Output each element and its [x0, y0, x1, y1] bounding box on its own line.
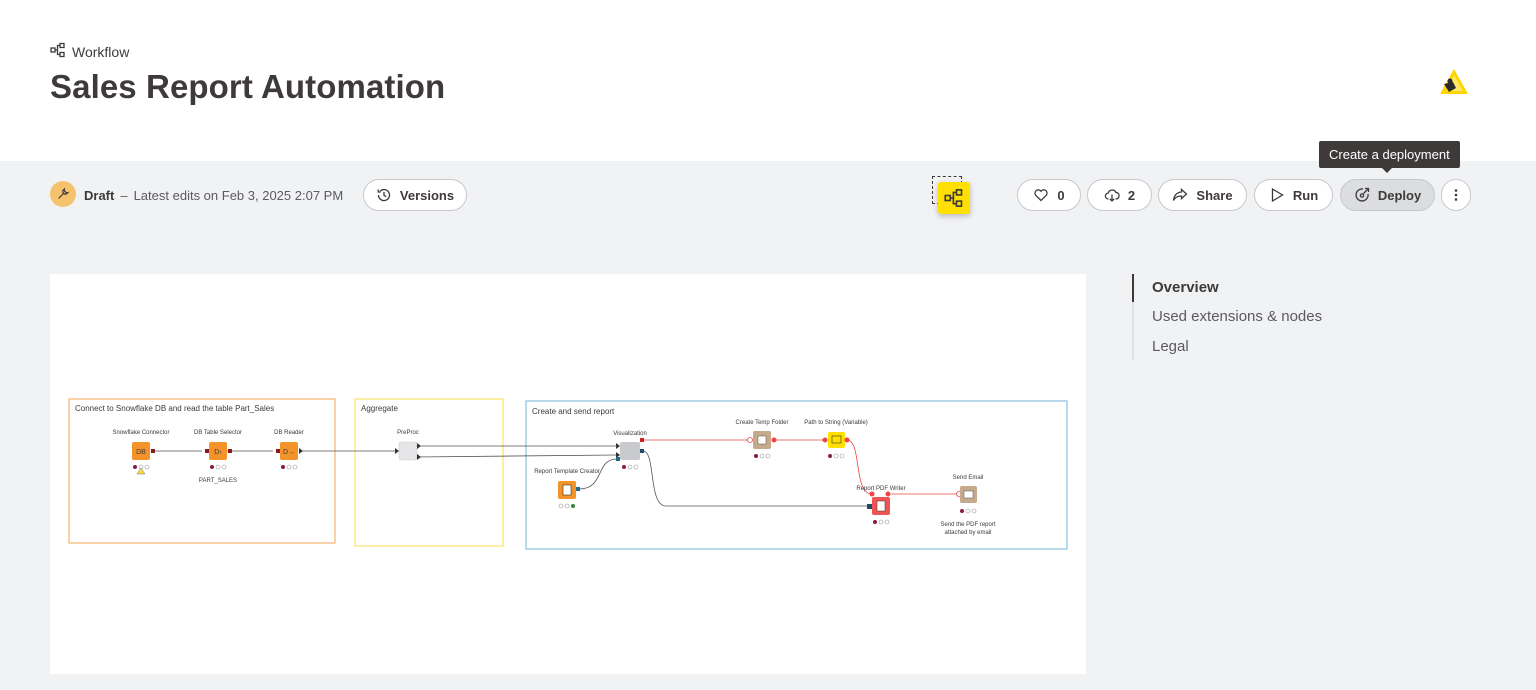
section-nav: Overview Used extensions & nodes Legal [1132, 274, 1322, 360]
versions-button[interactable]: Versions [363, 179, 467, 211]
page-header: Workflow Sales Report Automation [0, 0, 1536, 161]
annotation-box-aggregate [354, 398, 504, 547]
avatar[interactable] [1437, 66, 1471, 100]
versions-label: Versions [399, 187, 455, 203]
cloud-download-icon [1104, 189, 1120, 202]
toc-item-used-extensions[interactable]: Used extensions & nodes [1152, 308, 1323, 325]
deploy-tooltip: Create a deployment [1319, 141, 1460, 173]
deploy-button[interactable]: Deploy [1340, 179, 1435, 211]
annotation-title-connect: Connect to Snowflake DB and read the tab… [75, 404, 274, 413]
svg-text:DB Table Selector: DB Table Selector [194, 430, 242, 436]
svg-text:Report PDF Writer: Report PDF Writer [856, 486, 905, 492]
svg-text:Snowflake Connector: Snowflake Connector [112, 430, 169, 436]
share-button[interactable]: Share [1158, 179, 1247, 211]
svg-text:Send Email: Send Email [953, 475, 984, 481]
annotation-box-connect [68, 398, 336, 544]
drag-workflow-handle[interactable] [932, 176, 970, 214]
play-icon [1271, 187, 1284, 203]
node-report-pdf-writer: Report PDF Writer [856, 486, 906, 525]
downloads-count: 2 [1127, 187, 1136, 203]
status-label: Draft [84, 188, 115, 203]
svg-text:Report Template Creator: Report Template Creator [534, 469, 600, 475]
workflow-preview[interactable]: Connect to Snowflake DB and read the tab… [50, 274, 1086, 674]
svg-text:Path to String (Variable): Path to String (Variable) [804, 420, 868, 426]
run-label: Run [1292, 187, 1319, 203]
annotation-box-report [525, 400, 1068, 550]
share-icon [1173, 188, 1188, 201]
workflow-icon [944, 189, 963, 207]
breadcrumb: Workflow [50, 42, 129, 61]
node-preproc: PreProc [395, 430, 421, 461]
status-separator: – [120, 188, 128, 203]
workflow-icon [50, 42, 66, 61]
more-options-button[interactable] [1441, 179, 1471, 211]
run-button[interactable]: Run [1254, 179, 1333, 211]
node-db-reader: DB Reader D→ [274, 430, 304, 470]
share-label: Share [1196, 187, 1233, 203]
wrench-icon [58, 187, 70, 199]
connection [578, 458, 618, 490]
last-edit-text: Latest edits on Feb 3, 2025 2:07 PM [133, 188, 344, 203]
page-title: Sales Report Automation [50, 68, 446, 105]
svg-text:attached by email: attached by email [944, 530, 991, 536]
svg-text:DB: DB [136, 449, 146, 456]
annotation-title-aggregate: Aggregate [361, 404, 398, 413]
svg-text:D›: D› [214, 449, 222, 456]
svg-text:PART_SALES: PART_SALES [199, 478, 237, 484]
more-vertical-icon [1454, 189, 1458, 201]
like-button[interactable]: 0 [1017, 179, 1081, 211]
toc-item-overview[interactable]: Overview [1152, 279, 1219, 296]
connection [642, 450, 869, 507]
deploy-label: Deploy [1377, 187, 1422, 203]
svg-text:Visualization: Visualization [613, 431, 647, 437]
workflow-toolbar: Draft–Latest edits on Feb 3, 2025 2:07 P… [0, 161, 1536, 229]
svg-text:DB Reader: DB Reader [274, 430, 304, 436]
workflow-diagram: Connect to Snowflake DB and read the tab… [68, 398, 1068, 550]
rocket-icon [1355, 187, 1369, 202]
node-path-to-string: Path to String (Variable) [804, 420, 868, 459]
node-send-email: Send Email Send the PDF report attached … [940, 475, 995, 536]
drag-tile [938, 182, 970, 214]
likes-count: 0 [1057, 187, 1065, 203]
node-snowflake-connector: Snowflake Connector DB [112, 430, 170, 475]
svg-text:Create Temp Folder: Create Temp Folder [736, 420, 789, 426]
connection [415, 454, 618, 458]
toc-active-indicator [1132, 274, 1134, 302]
node-create-temp-folder: Create Temp Folder [736, 420, 789, 459]
heart-icon [1034, 189, 1049, 202]
svg-text:Send the PDF report: Send the PDF report [940, 522, 995, 528]
node-report-template-creator: Report Template Creator [534, 469, 600, 509]
download-button[interactable]: 2 [1087, 179, 1152, 211]
svg-text:D→: D→ [283, 449, 295, 456]
annotation-title-report: Create and send report [532, 407, 615, 416]
toc-item-legal[interactable]: Legal [1152, 338, 1189, 355]
breadcrumb-label: Workflow [72, 43, 130, 60]
status-text: Draft–Latest edits on Feb 3, 2025 2:07 P… [84, 188, 343, 203]
node-visualization: Visualization [613, 431, 647, 470]
status-badge [50, 181, 76, 207]
node-db-table-selector: DB Table Selector D› PART_SALES [194, 430, 242, 484]
connection [846, 439, 873, 495]
history-icon [377, 188, 391, 202]
svg-text:PreProc: PreProc [397, 430, 419, 436]
